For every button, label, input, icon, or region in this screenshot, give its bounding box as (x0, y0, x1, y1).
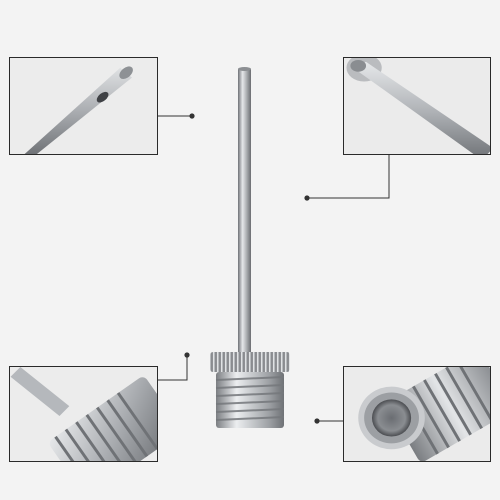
thread-side-detail (9, 366, 158, 462)
needle-shaft (238, 68, 251, 358)
air-hole (96, 91, 109, 103)
needle-tip-detail (9, 57, 158, 155)
threaded-base (215, 372, 285, 428)
thread-opening-detail (343, 366, 491, 462)
bore-opening (371, 399, 412, 437)
needle-shaft-detail (343, 57, 491, 155)
knurled-collar (210, 352, 290, 372)
